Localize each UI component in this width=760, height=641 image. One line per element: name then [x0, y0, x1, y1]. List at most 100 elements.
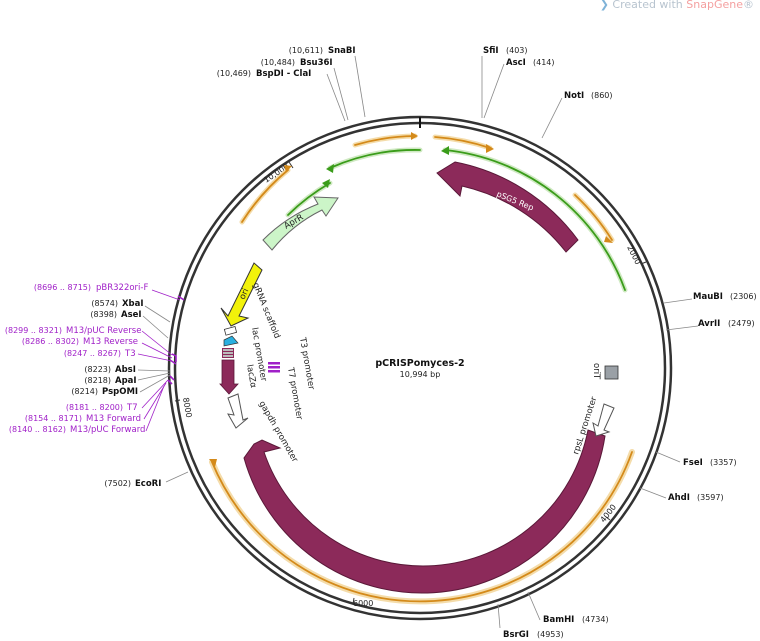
site-bamhi-name: BamHI	[543, 615, 574, 625]
site-noti[interactable]: NotI (860)	[564, 91, 613, 101]
site-sfii-pos: (403)	[506, 46, 528, 55]
site-asei-pos: (8398)	[90, 310, 117, 319]
site-asci-name: AscI	[506, 58, 526, 68]
primer-t3-pos: (8247 .. 8267)	[64, 349, 121, 358]
site-asci-pos: (414)	[533, 58, 555, 67]
site-leader-lines	[137, 55, 699, 629]
watermark-brand: SnapGene	[686, 0, 743, 11]
site-bamhi-pos: (4734)	[582, 615, 609, 624]
site-xbai[interactable]: (8574) XbaI	[91, 299, 143, 309]
primer-t3-name: T3	[124, 349, 136, 359]
site-asci[interactable]: AscI (414)	[506, 58, 555, 68]
site-maubi[interactable]: MauBI (2306)	[693, 292, 757, 302]
site-bsrgi-pos: (4953)	[537, 630, 564, 639]
tick-label-8000: 8000	[181, 397, 193, 419]
site-sfii[interactable]: SfiI (403)	[483, 46, 528, 56]
site-bsrgi-name: BsrGI	[503, 630, 529, 640]
site-ecori-name: EcoRI	[135, 479, 161, 489]
aprr-feature	[262, 196, 339, 251]
site-ecori[interactable]: (7502) EcoRI	[104, 479, 161, 489]
site-maubi-pos: (2306)	[730, 292, 757, 301]
primer-marks	[167, 295, 185, 385]
site-asei-name: AseI	[121, 310, 142, 320]
primer-leader-lines	[137, 289, 181, 432]
watermark-prefix: Created with	[612, 0, 683, 11]
site-pspomi-name: PspOMI	[102, 387, 138, 397]
site-fsei[interactable]: FseI (3357)	[683, 458, 737, 468]
gapdh-promoter-feature	[227, 393, 249, 429]
site-bspdi-clai-name: BspDI - ClaI	[256, 69, 311, 79]
site-xbai-pos: (8574)	[91, 299, 118, 308]
tick-6000: 6000	[352, 597, 373, 608]
psg5-rep-feature	[436, 161, 579, 253]
site-avrii-pos: (2479)	[728, 319, 755, 328]
primer-m13puc-forward-pos: (8140 .. 8162)	[9, 425, 66, 434]
orf-arc-green-top	[327, 147, 423, 171]
primer-m13puc-reverse[interactable]: (8299 .. 8321) M13/pUC Reverse	[5, 326, 142, 336]
primer-t7-name: T7	[126, 403, 138, 413]
t7-promoter-label: T7 promoter	[285, 366, 304, 421]
orit-feature	[604, 365, 619, 380]
site-sfii-name: SfiI	[483, 46, 499, 56]
site-maubi-name: MauBI	[693, 292, 723, 302]
site-ecori-pos: (7502)	[104, 479, 131, 488]
site-bsu36i-name: Bsu36I	[300, 58, 333, 68]
primer-t7-pos: (8181 .. 8200)	[66, 403, 123, 412]
site-bsu36i-pos: (10,484)	[261, 58, 295, 67]
t7-t3-promoter-markers	[268, 362, 280, 373]
site-fsei-pos: (3357)	[710, 458, 737, 467]
site-pspomi-pos: (8214)	[71, 387, 98, 396]
watermark-mark: ®	[743, 0, 754, 11]
site-bspdi-clai[interactable]: (10,469) BspDI - ClaI	[217, 69, 312, 79]
primer-pbr322ori-f[interactable]: (8696 .. 8715) pBR322ori-F	[34, 283, 149, 293]
site-ahdi-pos: (3597)	[697, 493, 724, 502]
ori-label: ori	[238, 287, 252, 301]
snapgene-logo-icon: ❯	[599, 0, 609, 11]
primer-m13-reverse[interactable]: (8286 .. 8302) M13 Reverse	[22, 337, 138, 347]
plasmid-name: pCRISPomyces-2	[375, 358, 464, 369]
site-xbai-name: XbaI	[122, 299, 144, 309]
primer-m13puc-reverse-pos: (8299 .. 8321)	[5, 326, 62, 335]
primer-t3[interactable]: (8247 .. 8267) T3	[64, 349, 136, 359]
site-apai-name: ApaI	[115, 376, 137, 386]
t3-promoter-label: T3 promoter	[297, 336, 316, 391]
site-avrii-name: AvrII	[698, 319, 720, 329]
site-pspomi[interactable]: (8214) PspOMI	[71, 387, 138, 397]
snapgene-watermark: ❯ Created with SnapGene®	[600, 0, 754, 11]
site-absi[interactable]: (8223) AbsI	[84, 365, 136, 375]
tick-label-6000: 6000	[353, 599, 373, 608]
primer-t7[interactable]: (8181 .. 8200) T7	[66, 403, 138, 413]
site-noti-name: NotI	[564, 91, 584, 101]
site-apai[interactable]: (8218) ApaI	[84, 376, 136, 386]
primer-m13puc-forward[interactable]: (8140 .. 8162) M13/pUC Forward	[9, 425, 146, 435]
site-ahdi-name: AhdI	[668, 493, 690, 503]
primer-pbr322ori-f-name: pBR322ori-F	[96, 283, 148, 293]
site-bamhi[interactable]: BamHI (4734)	[543, 615, 609, 625]
cas9-label: Cas9	[410, 553, 430, 562]
site-asei[interactable]: (8398) AseI	[90, 310, 141, 320]
site-bsrgi[interactable]: BsrGI (4953)	[503, 630, 564, 640]
plasmid-size: 10,994 bp	[400, 370, 441, 379]
site-snabi[interactable]: (10,611) SnaBI	[289, 46, 356, 56]
site-avrii[interactable]: AvrII (2479)	[698, 319, 755, 329]
site-bspdi-clai-pos: (10,469)	[217, 69, 251, 78]
site-bsu36i[interactable]: (10,484) Bsu36I	[261, 58, 333, 68]
site-snabi-name: SnaBI	[328, 46, 356, 56]
site-fsei-name: FseI	[683, 458, 703, 468]
primer-m13-forward[interactable]: (8154 .. 8171) M13 Forward	[25, 414, 141, 424]
site-absi-name: AbsI	[115, 365, 136, 375]
site-apai-pos: (8218)	[84, 376, 111, 385]
primer-m13-reverse-name: M13 Reverse	[83, 337, 138, 347]
site-ahdi[interactable]: AhdI (3597)	[668, 493, 724, 503]
primer-m13-forward-pos: (8154 .. 8171)	[25, 414, 82, 423]
cas9-feature	[243, 429, 606, 594]
rpsl-promoter-feature	[592, 403, 615, 437]
primer-m13puc-forward-name: M13/pUC Forward	[70, 425, 145, 435]
orit-label: oriT	[591, 363, 601, 380]
site-snabi-pos: (10,611)	[289, 46, 323, 55]
primer-pbr322ori-f-pos: (8696 .. 8715)	[34, 283, 91, 292]
primer-m13-forward-name: M13 Forward	[86, 414, 141, 424]
lacza-feature	[219, 348, 239, 395]
site-absi-pos: (8223)	[84, 365, 111, 374]
